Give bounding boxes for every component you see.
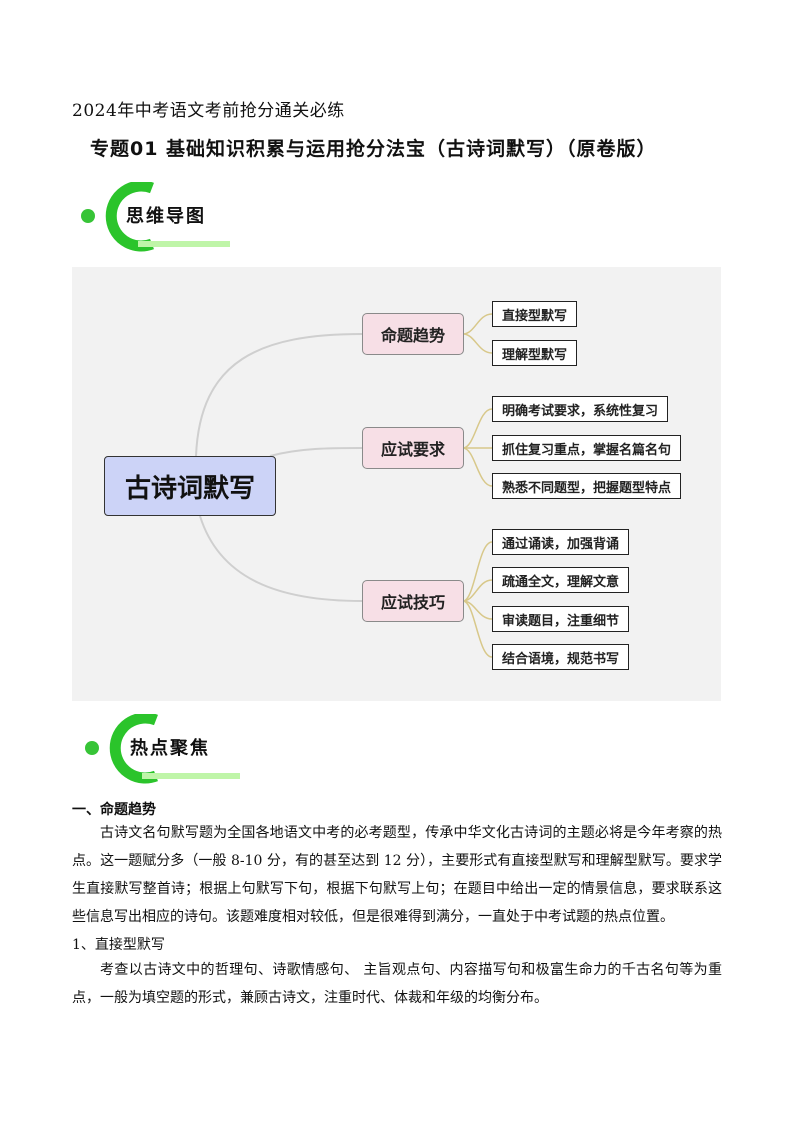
mindmap-section-title: 思维导图 bbox=[126, 206, 206, 227]
document-title: 专题01 基础知识积累与运用抢分法宝（古诗词默写）（原卷版） bbox=[90, 138, 657, 160]
section-heading: 一、命题趋势 bbox=[72, 802, 156, 818]
subsection-heading: 1、直接型默写 bbox=[72, 937, 165, 953]
document-subtitle: 2024年中考语文考前抢分通关必练 bbox=[72, 101, 345, 121]
mindmap-leaf: 通过诵读，加强背诵 bbox=[492, 529, 630, 555]
mindmap-leaf: 明确考试要求，系统性复习 bbox=[492, 396, 669, 422]
mindmap-branch-requirements: 应试要求 bbox=[362, 427, 464, 469]
hotspot-section-badge: 热点聚焦 bbox=[84, 714, 264, 784]
mindmap-leaf: 抓住复习重点，掌握名篇名句 bbox=[492, 435, 682, 461]
mindmap-section-badge: 思维导图 bbox=[80, 182, 260, 252]
mindmap-branch-trend: 命题趋势 bbox=[362, 313, 464, 355]
subsection-paragraph: 考查以古诗文中的哲理句、诗歌情感句、 主旨观点句、内容描写句和极富生命力的千古名… bbox=[72, 962, 722, 1006]
badge-swoosh-icon bbox=[81, 182, 230, 252]
mindmap-leaf: 理解型默写 bbox=[492, 340, 578, 366]
mindmap-branch-techniques: 应试技巧 bbox=[362, 580, 464, 622]
mindmap-leaf: 审读题目，注重细节 bbox=[492, 606, 630, 632]
mindmap-central-node: 古诗词默写 bbox=[104, 456, 276, 516]
mindmap-leaf: 结合语境，规范书写 bbox=[492, 644, 630, 670]
hotspot-section-title: 热点聚焦 bbox=[130, 738, 210, 759]
mindmap-leaf: 直接型默写 bbox=[492, 301, 578, 327]
mindmap-leaf: 疏通全文，理解文意 bbox=[492, 567, 630, 593]
mindmap-leaf: 熟悉不同题型，把握题型特点 bbox=[492, 473, 682, 499]
section-paragraph: 古诗文名句默写题为全国各地语文中考的必考题型，传承中华文化古诗词的主题必将是今年… bbox=[72, 825, 722, 925]
badge-swoosh-icon bbox=[85, 714, 240, 784]
